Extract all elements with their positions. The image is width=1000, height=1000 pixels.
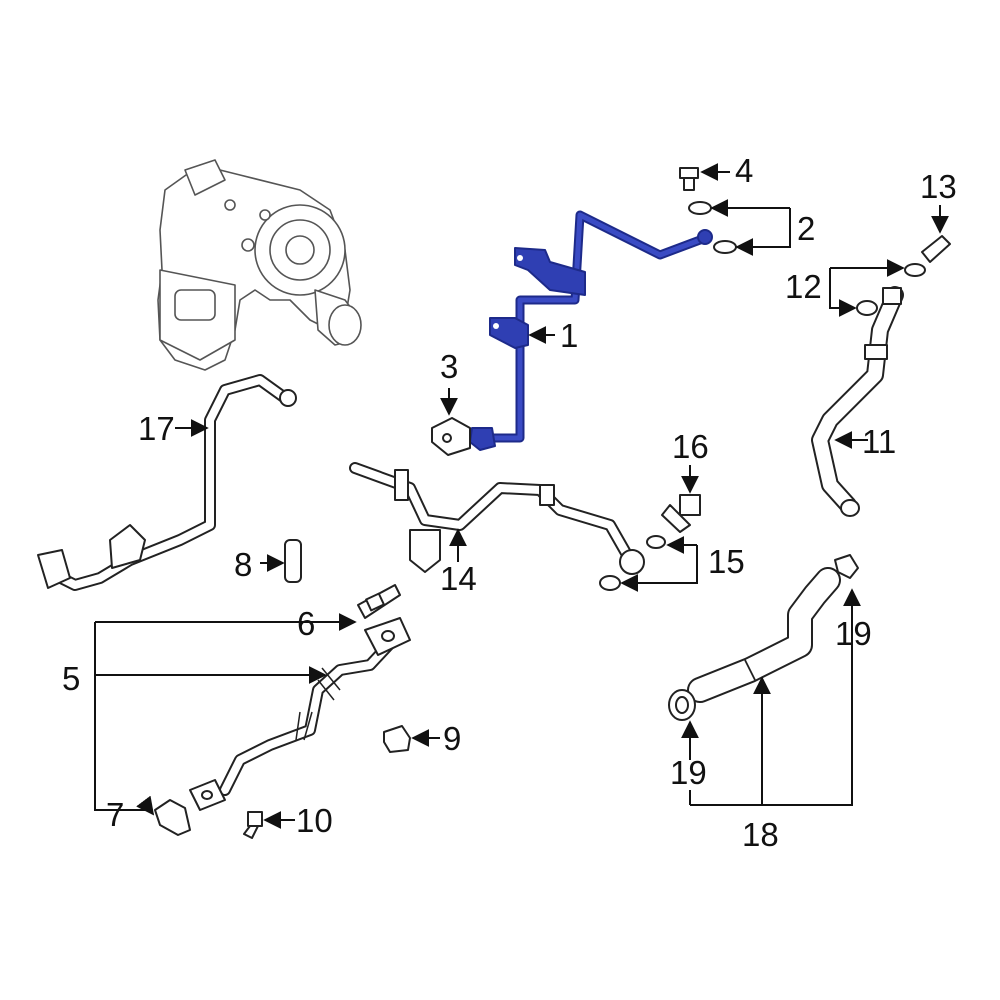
callout-8[interactable]: 8: [234, 546, 252, 583]
callout-17[interactable]: 17: [138, 410, 175, 447]
part-16-bolt[interactable]: [661, 494, 701, 533]
callout-11[interactable]: 11: [862, 423, 896, 460]
part-12-seal-rings[interactable]: [856, 263, 926, 316]
callout-labels: 1 2 3 4 5 6 7 8 9 10 11 12 13 14 15 16 1…: [62, 152, 957, 853]
part-3-bracket[interactable]: [431, 417, 471, 456]
part-18-coolant-hose[interactable]: [687, 567, 841, 703]
callout-7[interactable]: 7: [106, 796, 124, 833]
turbocharger-illustration: [157, 159, 362, 371]
callout-9[interactable]: 9: [443, 720, 461, 757]
part-6-sensor[interactable]: [357, 584, 401, 619]
part-1-oil-feed-line[interactable]: [467, 210, 713, 451]
callout-10[interactable]: 10: [296, 802, 333, 839]
callout-18[interactable]: 18: [742, 816, 779, 853]
part-19-clamp-lower[interactable]: [668, 689, 696, 721]
callout-12[interactable]: 12: [785, 268, 822, 305]
callout-19-lower[interactable]: 19: [670, 754, 707, 791]
part-5-egr-pipe[interactable]: [189, 617, 411, 811]
callout-4[interactable]: 4: [735, 152, 753, 189]
part-10-bolt[interactable]: [243, 811, 263, 839]
part-8-sleeve[interactable]: [284, 539, 302, 583]
part-13-bolt[interactable]: [921, 235, 951, 263]
part-19-clamp-upper[interactable]: [834, 554, 859, 579]
callout-19-upper[interactable]: 19: [835, 615, 872, 652]
part-14-coolant-pipe[interactable]: [349, 462, 645, 575]
callout-13[interactable]: 13: [920, 168, 957, 205]
part-4-bolt[interactable]: [679, 167, 699, 191]
part-17-coolant-pipe[interactable]: [37, 374, 297, 591]
callout-14[interactable]: 14: [440, 560, 477, 597]
part-15-seal-rings[interactable]: [599, 535, 666, 591]
callout-3[interactable]: 3: [440, 348, 458, 385]
part-11-coolant-pipe[interactable]: [811, 286, 904, 517]
callout-16[interactable]: 16: [672, 428, 709, 465]
callout-6[interactable]: 6: [297, 605, 315, 642]
leader-lines: [94, 163, 949, 829]
part-9-clip[interactable]: [383, 725, 411, 753]
callout-1[interactable]: 1: [560, 317, 578, 354]
callout-2[interactable]: 2: [797, 210, 815, 247]
part-7-bracket[interactable]: [154, 799, 191, 836]
callout-15[interactable]: 15: [708, 543, 745, 580]
callout-5[interactable]: 5: [62, 660, 80, 697]
